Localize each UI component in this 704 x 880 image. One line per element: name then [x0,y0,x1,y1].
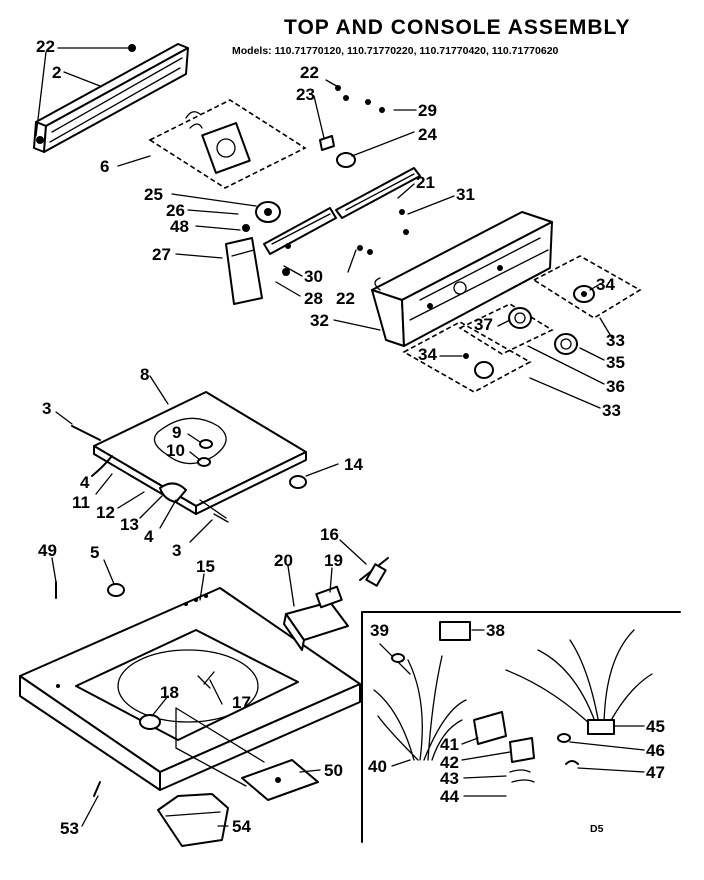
diagram-title: TOP AND CONSOLE ASSEMBLY [284,16,630,39]
callout-39: 39 [370,621,389,640]
washer-lid [71,391,307,523]
callout-22: 22 [336,289,355,308]
callout-33: 33 [602,401,621,420]
base-cup [157,793,229,847]
callout-29: 29 [418,101,437,120]
wiring-harness-inset [361,611,681,843]
callout-34: 34 [596,275,615,294]
console-rail-upper [335,167,421,219]
callout-14: 14 [344,455,363,474]
callout-53: 53 [60,819,79,838]
callout-17: 17 [232,693,251,712]
diagram-code: D5 [590,823,604,835]
callout-16: 16 [320,525,339,544]
callout-23: 23 [296,85,315,104]
callout-12: 12 [96,503,115,522]
callout-5: 5 [90,543,99,562]
callout-54: 54 [232,817,251,836]
callout-24: 24 [418,125,437,144]
callout-40: 40 [368,757,387,776]
console-rail-lower [263,207,337,255]
console-leaders [35,47,613,409]
callout-22: 22 [36,37,55,56]
callout-32: 32 [310,311,329,330]
inset-leaders [391,629,645,797]
callout-3: 3 [172,541,181,560]
model-numbers: Models: 110.71770120, 110.71770220, 110.… [232,45,559,57]
timer-assembly [148,99,307,189]
console-knob-group [225,201,291,305]
callout-labels: 22 2 6 22 23 29 24 21 31 25 26 48 27 30 … [36,37,665,838]
callout-41: 41 [440,735,459,754]
callout-31: 31 [456,185,475,204]
callout-49: 49 [38,541,57,560]
callout-34: 34 [418,345,437,364]
callout-21: 21 [416,173,435,192]
callout-11: 11 [72,493,90,512]
callout-30: 30 [304,267,323,286]
callout-15: 15 [196,557,215,576]
mounting-bracket [241,759,319,801]
knob-group-lower [402,321,532,393]
callout-6: 6 [100,157,109,176]
callout-25: 25 [144,185,163,204]
callout-27: 27 [152,245,171,264]
callout-26: 26 [166,201,185,220]
callout-9: 9 [172,423,181,442]
callout-38: 38 [486,621,505,640]
top-panel-leaders [51,539,367,827]
console-hardware [319,85,409,255]
callout-2: 2 [52,63,61,82]
lid-switch [139,557,389,787]
callout-37: 37 [474,315,493,334]
callout-45: 45 [646,717,665,736]
console-housing [371,211,553,347]
callout-33: 33 [606,331,625,350]
callout-43: 43 [440,769,459,788]
callout-4: 4 [144,527,154,546]
callout-35: 35 [606,353,625,372]
callout-44: 44 [440,787,459,806]
callout-4: 4 [80,473,90,492]
callout-42: 42 [440,753,459,772]
selector-knobs [458,303,578,355]
top-panel [19,587,361,791]
callout-48: 48 [170,217,189,236]
callout-47: 47 [646,763,665,782]
callout-19: 19 [324,551,343,570]
callout-18: 18 [160,683,179,702]
console-back-panel [33,43,189,153]
callout-10: 10 [166,441,185,460]
callout-13: 13 [120,515,139,534]
knob-group-upper [532,255,642,319]
lid-leaders [55,375,339,543]
callout-20: 20 [274,551,293,570]
callout-36: 36 [606,377,625,396]
callout-3: 3 [42,399,51,418]
top-hardware [55,581,125,797]
callout-8: 8 [140,365,149,384]
callout-50: 50 [324,761,343,780]
callout-46: 46 [646,741,665,760]
callout-22: 22 [300,63,319,82]
callout-28: 28 [304,289,323,308]
